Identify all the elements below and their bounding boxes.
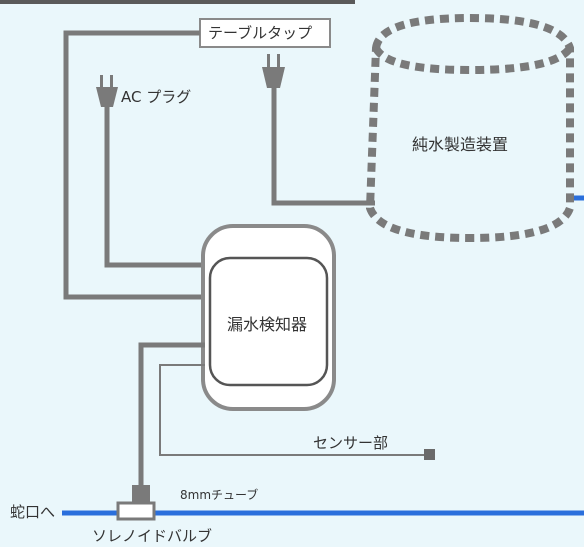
purifier-plug-icon xyxy=(262,54,285,88)
sensor-label: センサー部 xyxy=(313,434,389,452)
table-tap-label: テーブルタップ xyxy=(208,24,313,42)
faucet-label: 蛇口へ xyxy=(10,503,56,521)
ac-plug-label: AC プラグ xyxy=(121,88,192,106)
sensor-wire xyxy=(159,364,424,456)
sensor-head xyxy=(424,449,435,460)
ac-plug-wire xyxy=(104,107,205,268)
tap-to-detector-wire xyxy=(63,30,205,300)
solenoid-label: ソレノイドバルブ xyxy=(92,527,213,545)
detector-to-valve-wire xyxy=(138,342,205,505)
purifier-label: 純水製造装置 xyxy=(412,135,509,154)
ac-plug-icon xyxy=(96,75,118,107)
table-tap-box xyxy=(199,18,331,48)
tube-label: 8mmチューブ xyxy=(180,488,259,502)
leak-detector-label: 漏水検知器 xyxy=(227,315,308,334)
solenoid-valve xyxy=(116,501,156,521)
top-bar xyxy=(0,0,355,4)
leak-detector-panel xyxy=(208,256,329,387)
purifier-power-wire xyxy=(271,88,375,206)
purifier-outline xyxy=(365,13,574,243)
purifier-top-rim xyxy=(372,45,574,75)
